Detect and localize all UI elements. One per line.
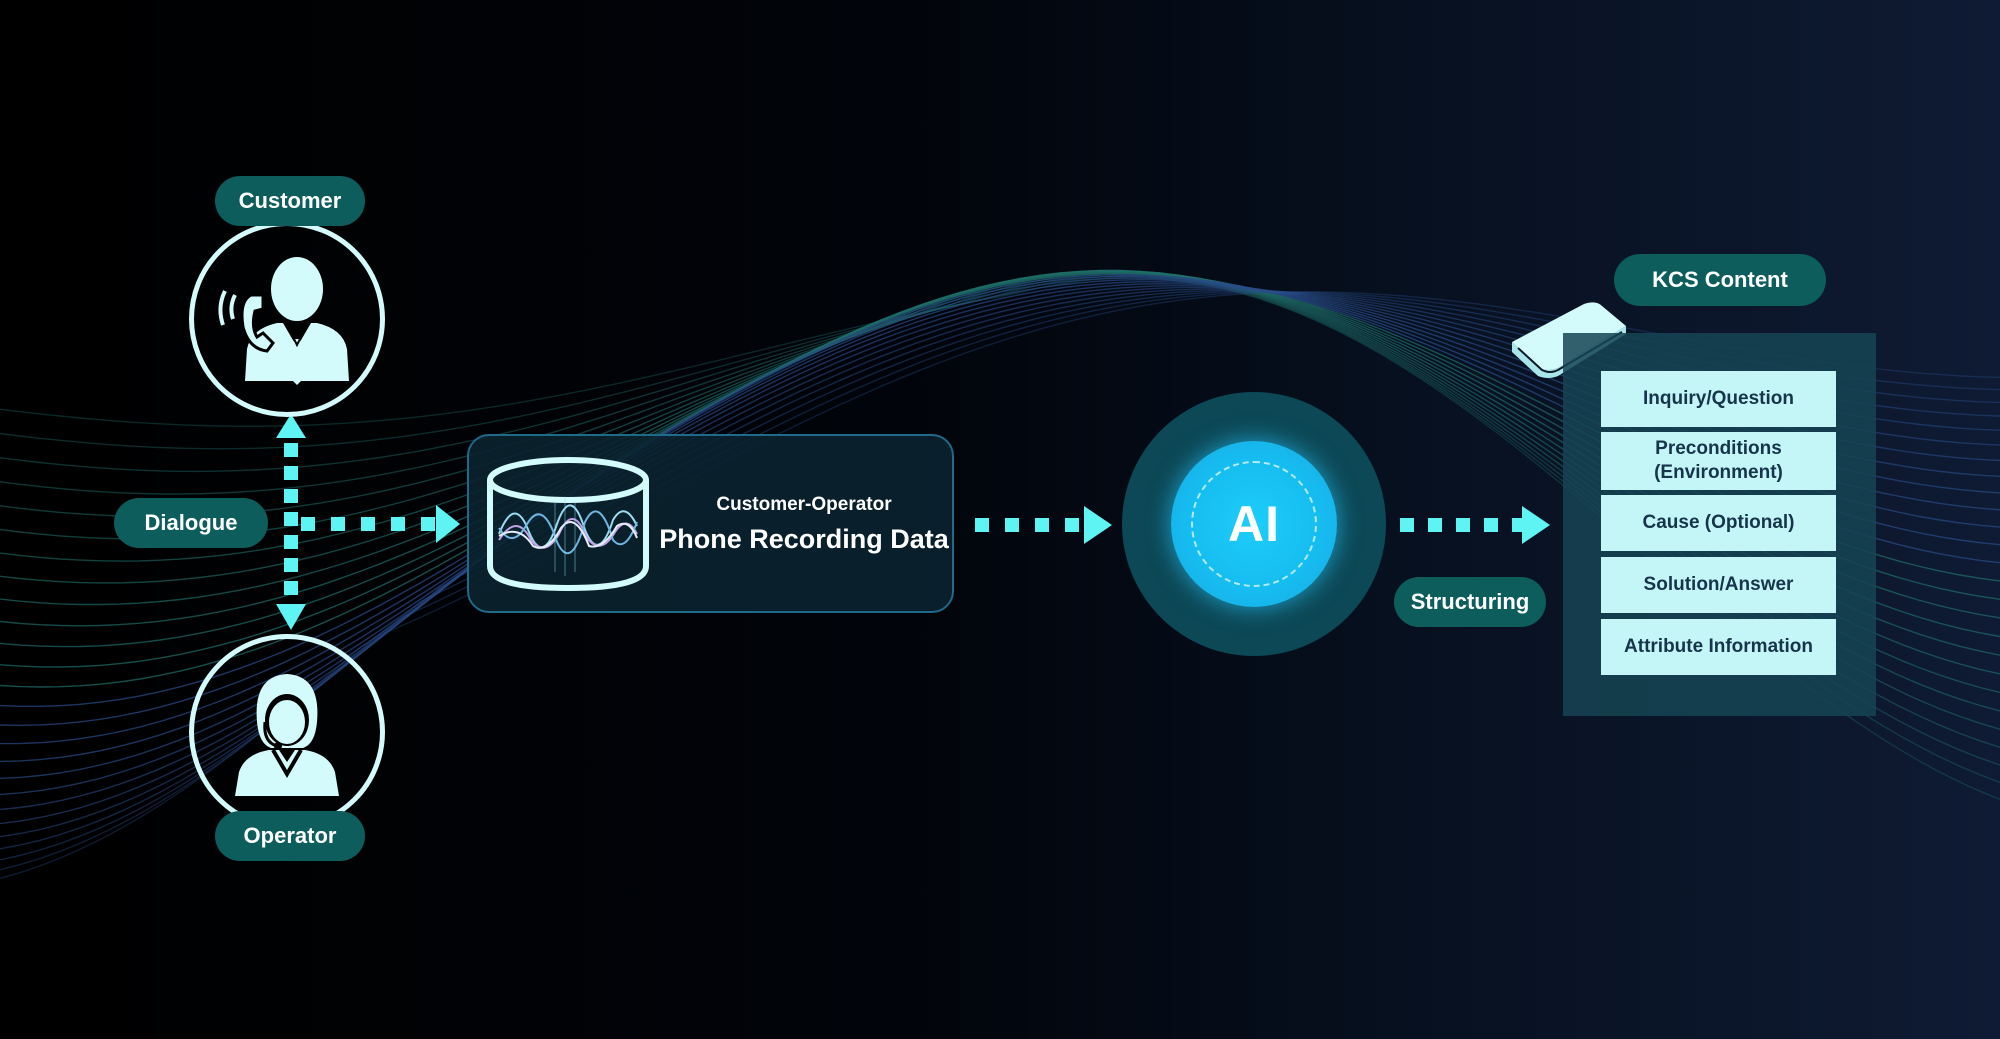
kcs-item-preconditions-text: Preconditions (Environment) (1654, 438, 1783, 483)
kcs-item-inquiry: Inquiry/Question (1601, 371, 1836, 427)
kcs-item-preconditions: Preconditions (Environment) (1601, 432, 1836, 490)
ai-to-kcs-arrow (1400, 506, 1550, 544)
operator-headset-icon (235, 674, 339, 796)
customer-label: Customer (215, 176, 365, 226)
phone-recording-box: Customer-Operator Phone Recording Data (467, 434, 954, 613)
recording-subtitle: Customer-Operator (716, 494, 892, 515)
dialogue-to-recording-arrow (301, 505, 460, 543)
kcs-item-solution: Solution/Answer (1601, 557, 1836, 613)
recording-title: Phone Recording Data (659, 524, 949, 554)
ai-node: AI (1171, 441, 1337, 607)
dialogue-vertical-arrow (276, 414, 306, 630)
database-waveform-icon (487, 457, 649, 592)
customer-circle (189, 221, 385, 417)
customer-on-phone-icon (218, 257, 349, 385)
dialogue-label: Dialogue (114, 498, 268, 548)
kcs-content-panel: Inquiry/Question Preconditions (Environm… (1563, 333, 1876, 716)
recording-to-ai-arrow (975, 506, 1112, 544)
operator-circle (189, 634, 385, 830)
structuring-label: Structuring (1394, 577, 1546, 627)
operator-label: Operator (215, 811, 365, 861)
kcs-item-cause: Cause (Optional) (1601, 495, 1836, 551)
ai-label: AI (1228, 496, 1280, 552)
ai-ring (1191, 461, 1317, 587)
kcs-content-label: KCS Content (1614, 254, 1826, 306)
kcs-item-attribute: Attribute Information (1601, 619, 1836, 675)
